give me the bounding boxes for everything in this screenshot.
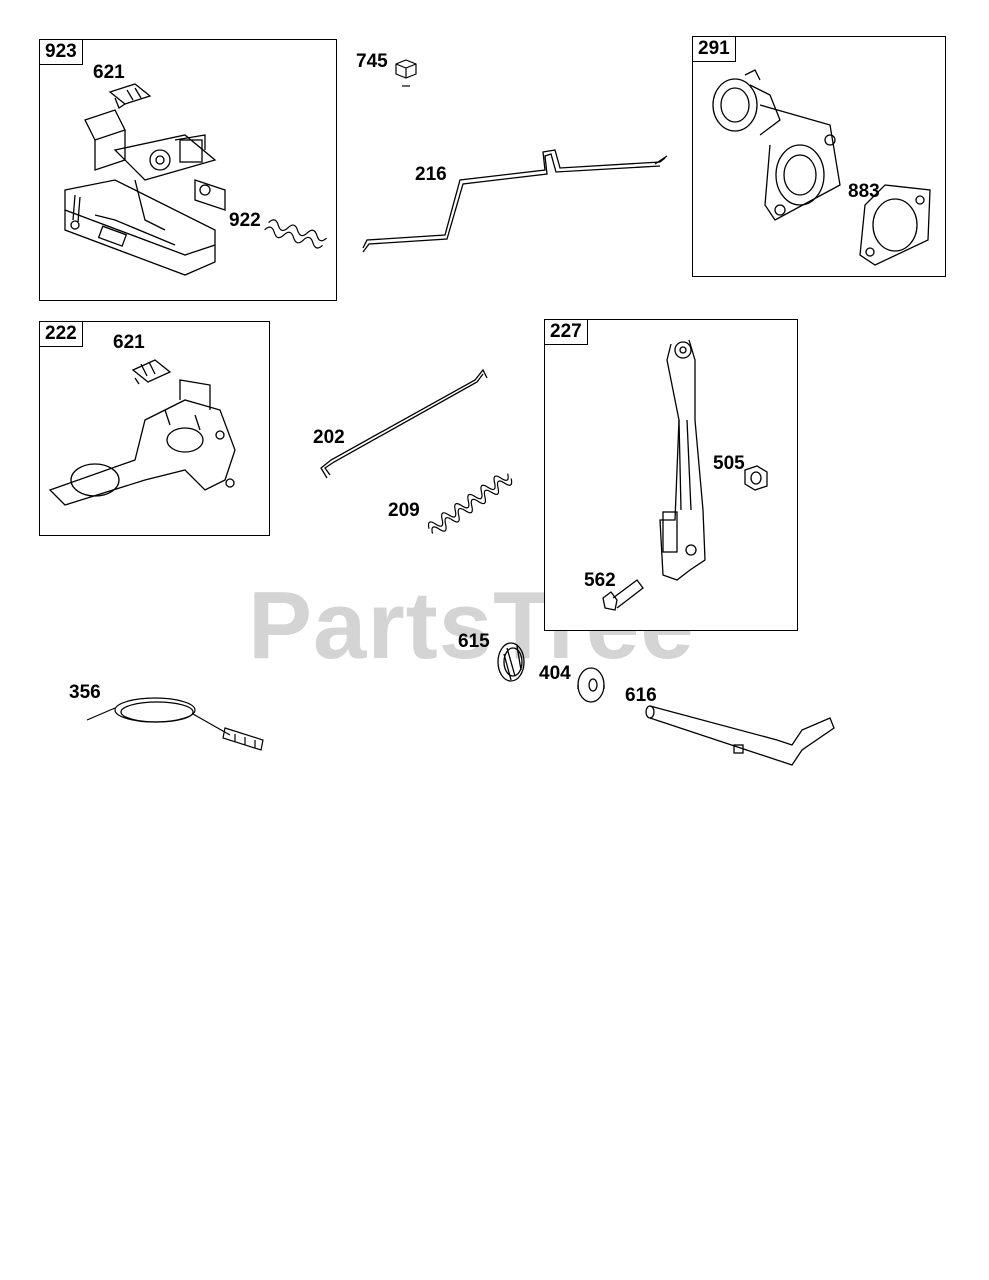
assembly-box-227: 227 (544, 319, 798, 631)
part-label-615[interactable]: 615 (458, 631, 490, 652)
part-label-621-upper[interactable]: 621 (93, 62, 125, 83)
governor-lever-227-drawing (602, 339, 768, 611)
part-label-202[interactable]: 202 (313, 427, 345, 448)
control-bracket-222-drawing (48, 359, 236, 506)
governor-shaft-616-drawing (645, 705, 835, 766)
throttle-assembly-291-drawing (712, 69, 931, 266)
part-label-356[interactable]: 356 (69, 682, 101, 703)
wire-harness-356-drawing (86, 697, 264, 751)
part-label-209[interactable]: 209 (388, 500, 420, 521)
box-tag-291: 291 (692, 36, 736, 62)
assembly-box-923: 923 (39, 39, 337, 301)
part-label-404[interactable]: 404 (539, 663, 571, 684)
governor-link-rod-216-drawing (362, 149, 668, 253)
part-label-745[interactable]: 745 (356, 51, 388, 72)
part-label-621-lower[interactable]: 621 (113, 332, 145, 353)
box-tag-227: 227 (544, 319, 588, 345)
spring-209-drawing (427, 473, 513, 534)
part-label-562[interactable]: 562 (584, 570, 616, 591)
box-tag-222: 222 (39, 321, 83, 347)
part-label-616[interactable]: 616 (625, 685, 657, 706)
part-label-922[interactable]: 922 (229, 210, 261, 231)
nut-745-drawing (395, 59, 417, 87)
assembly-box-222: 222 (39, 321, 270, 536)
part-label-883[interactable]: 883 (848, 181, 880, 202)
washer-404-drawing (577, 667, 605, 703)
control-bracket-assembly-drawing (64, 83, 327, 276)
part-label-216[interactable]: 216 (415, 164, 447, 185)
link-rod-202-drawing (320, 368, 488, 479)
seal-615-drawing (497, 642, 525, 682)
box-tag-923: 923 (39, 39, 83, 65)
part-label-505[interactable]: 505 (713, 453, 745, 474)
